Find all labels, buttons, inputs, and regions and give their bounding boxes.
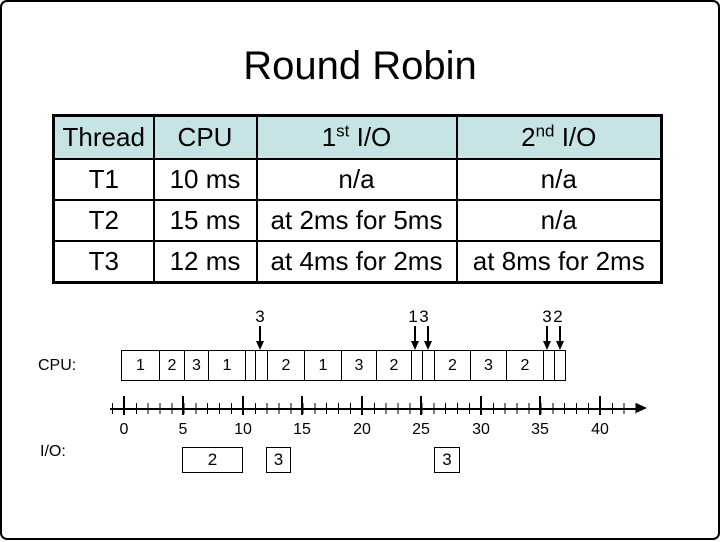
down-arrow-stem (427, 326, 429, 342)
down-arrow-head-icon (410, 341, 419, 350)
cpu-slot-thread-2: 2 (159, 351, 184, 380)
down-arrow-head-icon (555, 341, 564, 350)
cell-thread: T2 (52, 199, 155, 242)
cpu-slot-idle (245, 351, 255, 380)
cpu-slot-thread-1: 1 (136, 356, 145, 374)
axis-major-tick (420, 396, 422, 415)
table-header-row: Thread CPU 1st I/O 2nd I/O (52, 114, 663, 160)
axis-arrowhead-icon (636, 402, 647, 413)
cpu-slot-thread-3: 3 (184, 351, 208, 380)
cpu-slot-idle (411, 351, 422, 380)
axis-major-tick (182, 396, 184, 415)
cell-second-io: n/a (455, 158, 663, 201)
cell-cpu: 10 ms (152, 158, 258, 201)
io-completion-label: 1 (408, 307, 418, 326)
cpu-slot-thread-1: 1 (208, 351, 245, 380)
header-second-io: 2nd I/O (455, 114, 663, 160)
cpu-slot-idle (422, 351, 434, 380)
io-completion-label: 3 (419, 307, 429, 326)
axis-tick-label: 25 (412, 421, 430, 438)
axis-tick-label: 35 (531, 421, 549, 438)
slide-title: Round Robin (243, 44, 477, 88)
cpu-slot-thread-3: 3 (470, 351, 506, 380)
table-row-t2: T2 15 ms at 2ms for 5ms n/a (52, 199, 663, 242)
axis-tick-label: 40 (591, 421, 609, 438)
axis-tick-label: 10 (234, 421, 252, 438)
thread-io-table: Thread CPU 1st I/O 2nd I/O T1 10 ms n/a … (52, 114, 663, 284)
axis-major-tick (480, 396, 482, 415)
io-completion-label: 3 (542, 307, 552, 326)
cpu-slot-idle (543, 351, 554, 380)
down-arrow-head-icon (255, 341, 264, 350)
header-thread: Thread (52, 114, 155, 160)
cpu-slot-thread-2: 2 (434, 351, 470, 380)
io-row-label: I/O: (40, 443, 66, 460)
cell-cpu: 15 ms (152, 199, 258, 242)
cell-second-io: n/a (455, 199, 663, 242)
axis-major-tick (301, 396, 303, 415)
down-arrow-head-icon (423, 341, 432, 350)
cpu-slot-thread-2: 2 (506, 351, 543, 380)
axis-major-tick (123, 396, 125, 415)
cell-thread: T1 (52, 158, 155, 201)
axis-tick-label: 15 (293, 421, 311, 438)
cpu-slot-thread-2: 2 (376, 351, 411, 380)
cpu-slot-thread-2: 2 (267, 351, 304, 380)
cell-first-io: n/a (255, 158, 458, 201)
io-completion-label: 3 (255, 307, 265, 326)
cpu-slot-idle (255, 351, 267, 380)
io-box-thread-3: 3 (266, 447, 291, 473)
cell-second-io: at 8ms for 2ms (455, 240, 663, 284)
axis-line (110, 408, 636, 410)
cpu-slot-idle (554, 351, 565, 380)
cell-first-io: at 2ms for 5ms (255, 199, 458, 242)
table-row-t1: T1 10 ms n/a n/a (52, 158, 663, 201)
axis-tick-label: 5 (178, 421, 188, 438)
down-arrow-stem (559, 326, 561, 342)
header-cpu: CPU (152, 114, 258, 160)
down-arrow-stem (546, 326, 548, 342)
table-row-t3: T3 12 ms at 4ms for 2ms at 8ms for 2ms (52, 240, 663, 284)
axis-minor-ticks (112, 403, 636, 414)
axis-tick-label: 20 (353, 421, 371, 438)
axis-major-tick (242, 396, 244, 415)
axis-major-tick (361, 396, 363, 415)
io-box-thread-3: 3 (434, 447, 460, 473)
axis-major-tick (539, 396, 541, 415)
down-arrow-stem (259, 326, 261, 342)
cpu-row-label: CPU: (38, 357, 77, 374)
cell-thread: T3 (52, 240, 155, 284)
io-completion-label: 2 (553, 307, 563, 326)
io-box-thread-2: 2 (182, 447, 243, 473)
cell-cpu: 12 ms (152, 240, 258, 284)
axis-major-tick (599, 396, 601, 415)
axis-tick-label: 30 (472, 421, 490, 438)
cell-first-io: at 4ms for 2ms (255, 240, 458, 284)
cpu-slot-thread-1: 1 (304, 351, 341, 380)
axis-tick-label: 0 (119, 421, 129, 438)
cpu-slot-thread-3: 3 (341, 351, 376, 380)
down-arrow-head-icon (542, 341, 551, 350)
down-arrow-stem (414, 326, 416, 342)
header-first-io: 1st I/O (255, 114, 458, 160)
